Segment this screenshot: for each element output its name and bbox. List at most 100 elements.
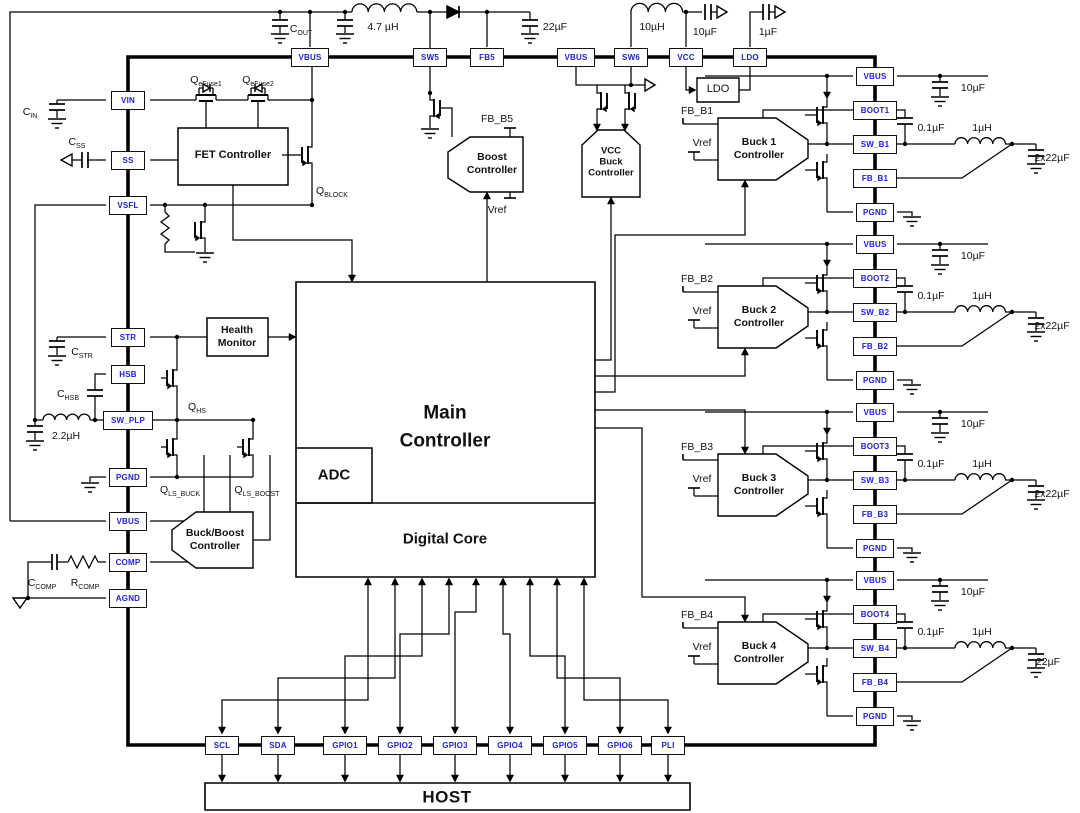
pin-pgnd: PGND bbox=[856, 202, 894, 222]
component-label-2x22-f: 2x22µF bbox=[1034, 320, 1070, 332]
component-label-vref: Vref bbox=[692, 305, 712, 317]
buck-boost-controller-label: Buck/Boost Controller bbox=[185, 526, 245, 552]
fet-controller-label: FET Controller bbox=[194, 149, 272, 162]
component-label-r-comp: RCOMP bbox=[70, 577, 100, 591]
component-label-fb-b3: FB_B3 bbox=[680, 441, 714, 453]
pin-vcc: VCC bbox=[669, 47, 703, 67]
pin-sw-b2: SW_B2 bbox=[853, 302, 897, 322]
pin-hsb: HSB bbox=[111, 364, 145, 384]
component-label-0-1-f: 0.1µF bbox=[917, 458, 945, 470]
pin-scl: SCL bbox=[205, 735, 239, 755]
component-label-22-f: 22µF bbox=[1035, 656, 1061, 668]
pin-vbus: VBUS bbox=[291, 47, 329, 67]
pin-vbus: VBUS bbox=[109, 511, 147, 531]
component-label-q-ls-boost: QLS_BOOST bbox=[234, 484, 280, 498]
pin-vbus: VBUS bbox=[557, 47, 595, 67]
pin-fb5: FB5 bbox=[470, 47, 504, 67]
component-label-q-ls-buck: QLS_BUCK bbox=[159, 484, 201, 498]
pin-boot4: BOOT4 bbox=[853, 604, 897, 624]
pin-vbus: VBUS bbox=[856, 402, 894, 422]
component-label-2-2-h: 2.2µH bbox=[51, 430, 81, 442]
component-label-fb-b2: FB_B2 bbox=[680, 273, 714, 285]
pin-sw-b4: SW_B4 bbox=[853, 638, 897, 658]
component-label-q-hs: QHS bbox=[188, 401, 206, 415]
component-label-1-h: 1µH bbox=[972, 122, 992, 134]
component-label-c-str: CSTR bbox=[71, 346, 93, 360]
component-label-0-1-f: 0.1µF bbox=[917, 290, 945, 302]
pin-gpio1: GPIO1 bbox=[323, 735, 367, 755]
component-label-10-f: 10µF bbox=[692, 26, 718, 38]
pin-sw-plp: SW_PLP bbox=[102, 410, 154, 430]
pin-gpio5: GPIO5 bbox=[543, 735, 587, 755]
pin-fb-b4: FB_B4 bbox=[853, 672, 897, 692]
component-label-4-7-h: 4.7 µH bbox=[367, 21, 399, 33]
component-label-1-f: 1µF bbox=[758, 26, 778, 38]
buck4-controller-label: Buck 4 Controller bbox=[733, 639, 785, 665]
pin-sda: SDA bbox=[261, 735, 295, 755]
component-label-fb-b5: FB_B5 bbox=[480, 113, 514, 125]
pin-fb-b2: FB_B2 bbox=[853, 336, 897, 356]
pin-ss: SS bbox=[111, 150, 145, 170]
pin-boot3: BOOT3 bbox=[853, 436, 897, 456]
pin-gpio3: GPIO3 bbox=[433, 735, 477, 755]
pin-sw-b3: SW_B3 bbox=[853, 470, 897, 490]
component-label-10-h: 10µH bbox=[639, 21, 665, 33]
pin-boot2: BOOT2 bbox=[853, 268, 897, 288]
component-label-vref: Vref bbox=[487, 204, 507, 216]
buck2-controller-label: Buck 2 Controller bbox=[733, 303, 785, 329]
pin-agnd: AGND bbox=[109, 588, 147, 608]
vcc-buck-controller-label: VCC Buck Controller bbox=[588, 145, 634, 179]
component-label-vref: Vref bbox=[692, 641, 712, 653]
health-monitor-label: Health Monitor bbox=[217, 323, 257, 349]
buck3-controller-label: Buck 3 Controller bbox=[733, 471, 785, 497]
component-label-2x22-f: 2x22µF bbox=[1034, 152, 1070, 164]
component-label-22-f: 22µF bbox=[542, 21, 568, 33]
component-label-c-in: CIN bbox=[22, 106, 38, 120]
pin-vbus: VBUS bbox=[856, 66, 894, 86]
ldo-label: LDO bbox=[706, 83, 730, 96]
pin-gpio2: GPIO2 bbox=[378, 735, 422, 755]
component-label-1-h: 1µH bbox=[972, 626, 992, 638]
component-label-fb-b4: FB_B4 bbox=[680, 609, 714, 621]
component-label-0-1-f: 0.1µF bbox=[917, 626, 945, 638]
pin-sw6: SW6 bbox=[614, 47, 648, 67]
pin-vin: VIN bbox=[111, 90, 145, 110]
component-label-q-block: QBLOCK bbox=[316, 185, 348, 199]
pin-vbus: VBUS bbox=[856, 570, 894, 590]
pin-pgnd: PGND bbox=[856, 706, 894, 726]
component-label-1-h: 1µH bbox=[972, 290, 992, 302]
component-label-0-1-f: 0.1µF bbox=[917, 122, 945, 134]
pin-gpio4: GPIO4 bbox=[488, 735, 532, 755]
pin-fb-b3: FB_B3 bbox=[853, 504, 897, 524]
boost-controller-label: Boost Controller bbox=[466, 150, 518, 176]
component-label-2x22-f: 2x22µF bbox=[1034, 488, 1070, 500]
component-label-q-efuse2: QeFuse2 bbox=[242, 74, 274, 88]
pin-sw5: SW5 bbox=[413, 47, 447, 67]
pin-vsfl: VSFL bbox=[109, 195, 147, 215]
pin-boot1: BOOT1 bbox=[853, 100, 897, 120]
adc-label: ADC bbox=[317, 466, 351, 484]
pin-pli: PLI bbox=[651, 735, 685, 755]
component-label-10-f: 10µF bbox=[960, 82, 986, 94]
component-label-vref: Vref bbox=[692, 137, 712, 149]
component-label-10-f: 10µF bbox=[960, 418, 986, 430]
pin-pgnd: PGND bbox=[856, 370, 894, 390]
pin-vbus: VBUS bbox=[856, 234, 894, 254]
pin-ldo: LDO bbox=[733, 47, 767, 67]
host-label: HOST bbox=[422, 787, 472, 807]
main-controller-label: Main Controller bbox=[399, 402, 491, 451]
component-label-10-f: 10µF bbox=[960, 250, 986, 262]
component-label-c-hsb: CHSB bbox=[57, 388, 79, 402]
pin-fb-b1: FB_B1 bbox=[853, 168, 897, 188]
component-label-c-comp: CCOMP bbox=[27, 577, 57, 591]
pin-comp: COMP bbox=[109, 552, 147, 572]
component-label-c-ss: CSS bbox=[68, 136, 86, 150]
digital-core-label: Digital Core bbox=[402, 530, 488, 548]
component-label-1-h: 1µH bbox=[972, 458, 992, 470]
pin-gpio6: GPIO6 bbox=[598, 735, 642, 755]
component-label-fb-b1: FB_B1 bbox=[680, 105, 714, 117]
component-label-c-out: COUT bbox=[289, 23, 313, 37]
pin-str: STR bbox=[111, 327, 145, 347]
